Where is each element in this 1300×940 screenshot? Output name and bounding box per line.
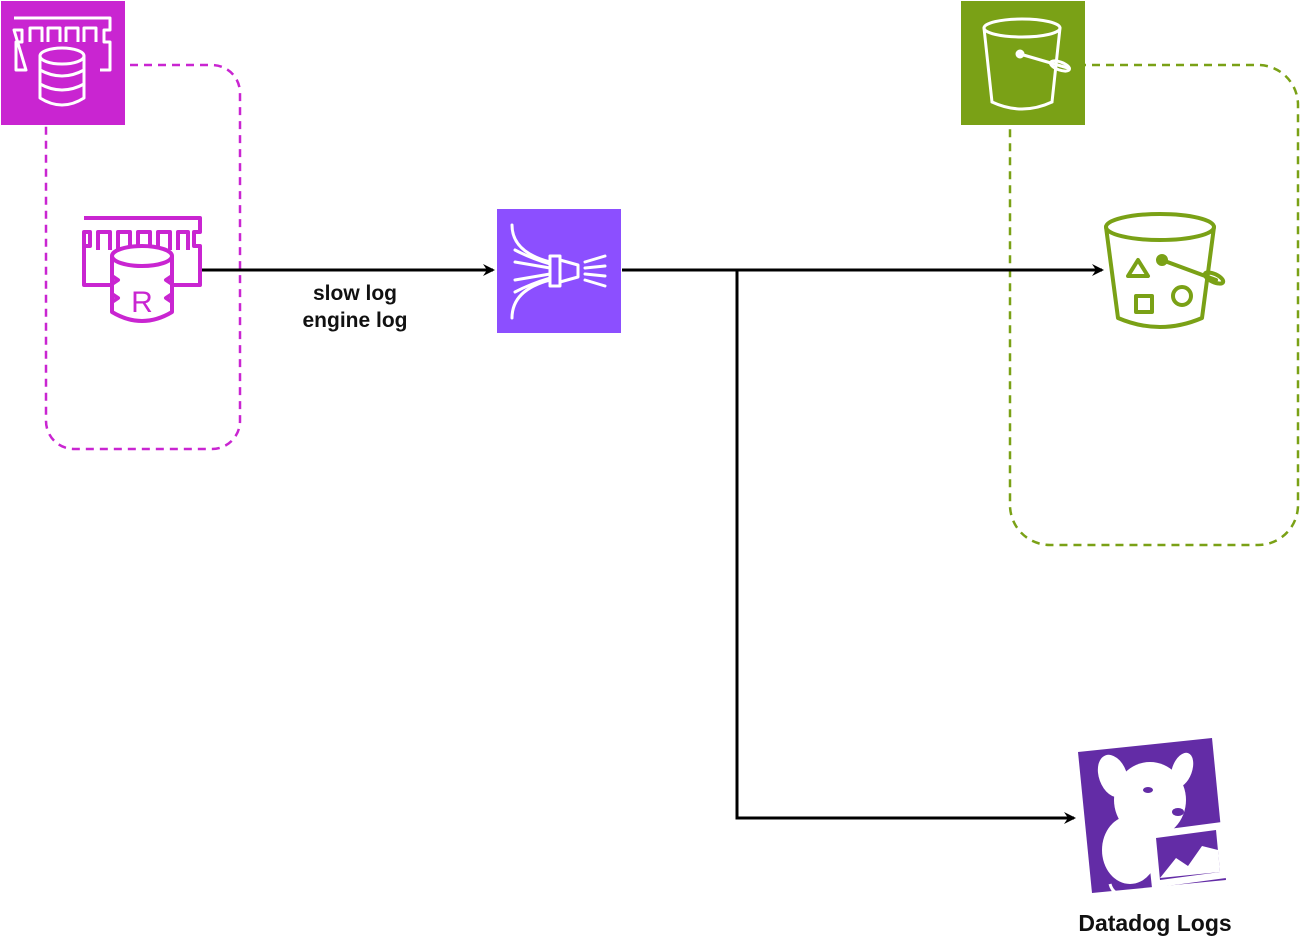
edge-label-logs: slow log engine log [280, 280, 430, 334]
elasticache-redis-icon[interactable]: R [82, 216, 202, 323]
edge-firehose-to-datadog[interactable] [735, 270, 1076, 824]
s3-bucket-with-objects-icon[interactable] [1104, 212, 1226, 329]
s3-bucket-icon[interactable] [961, 1, 1085, 125]
elasticache-group-icon[interactable] [1, 1, 125, 125]
datadog-logs-label: Datadog Logs [1078, 910, 1232, 936]
edge-label-line-engine-log: engine log [302, 309, 408, 332]
edge-label-line-slow-log: slow log [313, 282, 397, 305]
s3-group-border[interactable] [1008, 63, 1300, 547]
datadog-icon[interactable] [1078, 738, 1226, 897]
elasticache-group-border[interactable] [44, 63, 242, 451]
kinesis-data-firehose-icon[interactable] [497, 209, 621, 333]
redis-glyph: R [131, 286, 153, 319]
